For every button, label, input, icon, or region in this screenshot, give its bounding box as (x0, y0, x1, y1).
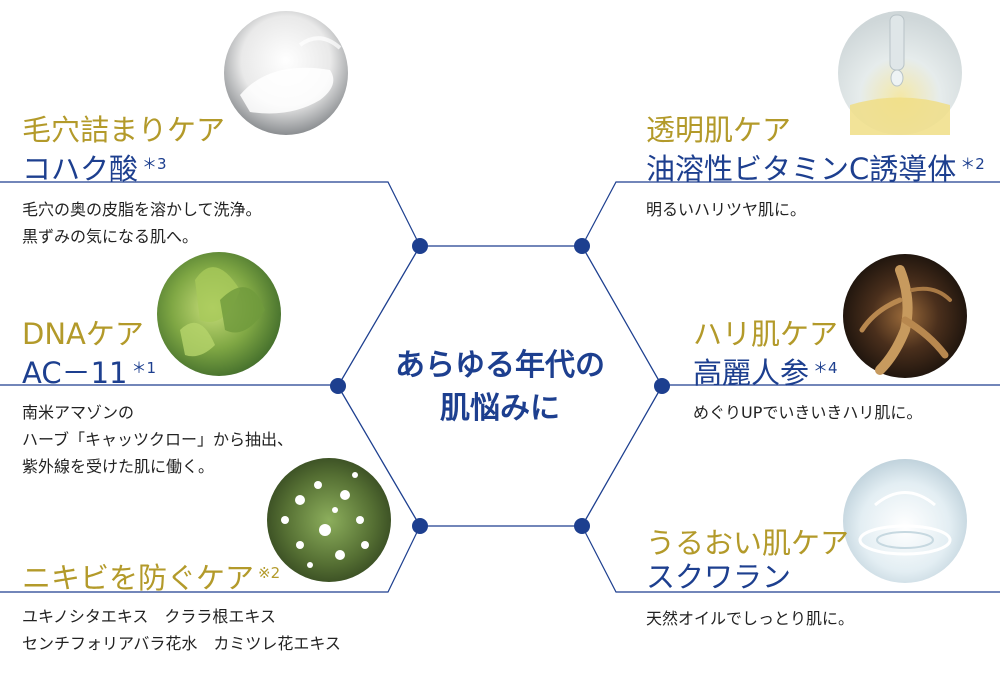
water-ripple-image (843, 459, 967, 583)
ingredient-label: 高麗人参＊4 (693, 356, 838, 390)
feature-firmness-care: ハリ肌ケア 高麗人参＊4 めぐりUPでいきいきハリ肌に。 (693, 317, 922, 426)
ingredient-label: スクワラン (646, 560, 792, 594)
footnote-mark: ※2 (258, 564, 281, 582)
feature-acne-care: ニキビを防ぐケア※2 ユキノシタエキス クララ根エキス センチフォリアバラ花水 … (22, 556, 341, 657)
description: めぐりUPでいきいきハリ肌に。 (693, 403, 923, 422)
vertex-dot (412, 518, 428, 534)
leader-line-clear-skin-care (581, 181, 1000, 247)
ingredient-label: 油溶性ビタミンC誘導体＊2 (646, 152, 985, 186)
footnote-mark: ＊3 (142, 155, 167, 173)
ginseng-root-image (843, 254, 967, 378)
ingredient-label: AC－11＊1 (22, 356, 157, 390)
footnote-mark: ＊1 (131, 359, 157, 377)
category-label: ニキビを防ぐケア※2 (22, 561, 281, 595)
feature-clear-skin-care: 透明肌ケア 油溶性ビタミンC誘導体＊2 明るいハリツヤ肌に。 (646, 113, 985, 223)
vertex-dot (330, 378, 346, 394)
center-heading-line-1: あらゆる年代の (395, 348, 605, 383)
vertex-dot (574, 238, 590, 254)
description: ユキノシタエキス クララ根エキス センチフォリアバラ花水 カミツレ花エキス (22, 607, 341, 653)
leader-line-pore-care (0, 181, 421, 247)
category-label: 毛穴詰まりケア (22, 113, 226, 147)
description: 毛穴の奥の皮脂を溶かして洗浄。 黒ずみの気になる肌へ。 (22, 200, 262, 246)
category-label: DNAケア (22, 317, 144, 351)
ingredient-label: コハク酸＊3 (22, 152, 167, 186)
powder-image (224, 11, 348, 135)
center-heading-line-2: 肌悩みに (440, 391, 560, 426)
vertex-dot (412, 238, 428, 254)
leader-line-acne-care (0, 525, 421, 593)
footnote-mark: ＊4 (813, 359, 838, 377)
leader-line-moisture-care (581, 525, 1000, 593)
vertex-dot (574, 518, 590, 534)
description: 明るいハリツヤ肌に。 (646, 200, 807, 219)
category-label: ハリ肌ケア (693, 317, 839, 351)
feature-dna-care: DNAケア AC－11＊1 南米アマゾンの ハーブ「キャッツクロー」から抽出、 … (22, 317, 293, 480)
description: 天然オイルでしっとり肌に。 (646, 609, 855, 628)
category-label: うるおい肌ケア (646, 526, 850, 560)
oil-dropper-image (838, 11, 962, 135)
description: 南米アマゾンの ハーブ「キャッツクロー」から抽出、 紫外線を受けた肌に働く。 (22, 403, 294, 476)
green-leaf-image (157, 252, 281, 376)
feature-moisture-care: うるおい肌ケア スクワラン 天然オイルでしっとり肌に。 (646, 526, 854, 632)
center-heading: あらゆる年代の 肌悩みに (360, 344, 640, 430)
feature-pore-care: 毛穴詰まりケア コハク酸＊3 毛穴の奥の皮脂を溶かして洗浄。 黒ずみの気になる肌… (22, 113, 262, 250)
white-flower-image (267, 458, 391, 582)
footnote-mark: ＊2 (960, 155, 985, 173)
category-label: 透明肌ケア (646, 113, 792, 147)
vertex-dot (654, 378, 670, 394)
